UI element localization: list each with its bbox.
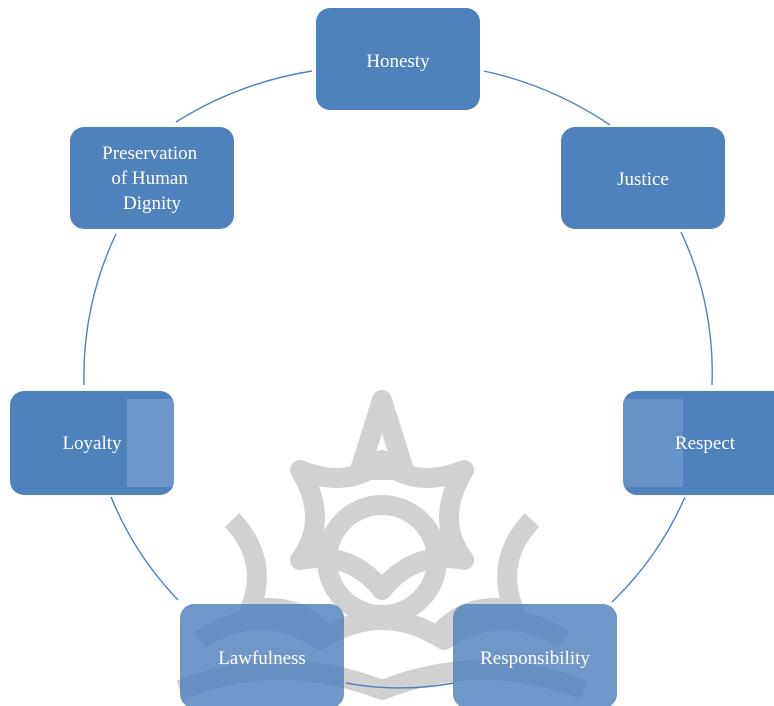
node-loyalty: Loyalty bbox=[10, 391, 174, 495]
node-label-loyalty: Loyalty bbox=[62, 433, 122, 454]
node-label-justice: Justice bbox=[617, 169, 669, 190]
node-label-responsibility: Responsibility bbox=[480, 648, 590, 669]
connector-preservation-honesty bbox=[175, 70, 313, 123]
connector-respect-responsibility bbox=[611, 496, 686, 603]
node-label-respect: Respect bbox=[675, 433, 736, 454]
node-honesty: Honesty bbox=[316, 8, 480, 110]
connector-justice-respect bbox=[680, 231, 713, 386]
connector-responsibility-lawfulness bbox=[345, 682, 455, 689]
cycle-connectors bbox=[83, 70, 713, 689]
node-preservation-of-human-dignity: Preservation of Human Dignity bbox=[70, 127, 234, 229]
cycle-nodes: Honesty Justice Respect Responsibility bbox=[10, 8, 774, 706]
node-justice: Justice bbox=[561, 127, 725, 229]
node-respect: Respect bbox=[623, 391, 774, 495]
node-label-lawfulness: Lawfulness bbox=[218, 648, 306, 669]
connector-loyalty-preservation bbox=[83, 233, 117, 386]
connector-lawfulness-loyalty bbox=[110, 496, 179, 601]
node-label-honesty: Honesty bbox=[366, 51, 430, 72]
node-lawfulness: Lawfulness bbox=[180, 604, 344, 706]
connector-honesty-justice bbox=[483, 70, 611, 126]
node-label-preservation: Preservation of Human Dignity bbox=[102, 143, 202, 214]
node-responsibility: Responsibility bbox=[453, 604, 617, 706]
